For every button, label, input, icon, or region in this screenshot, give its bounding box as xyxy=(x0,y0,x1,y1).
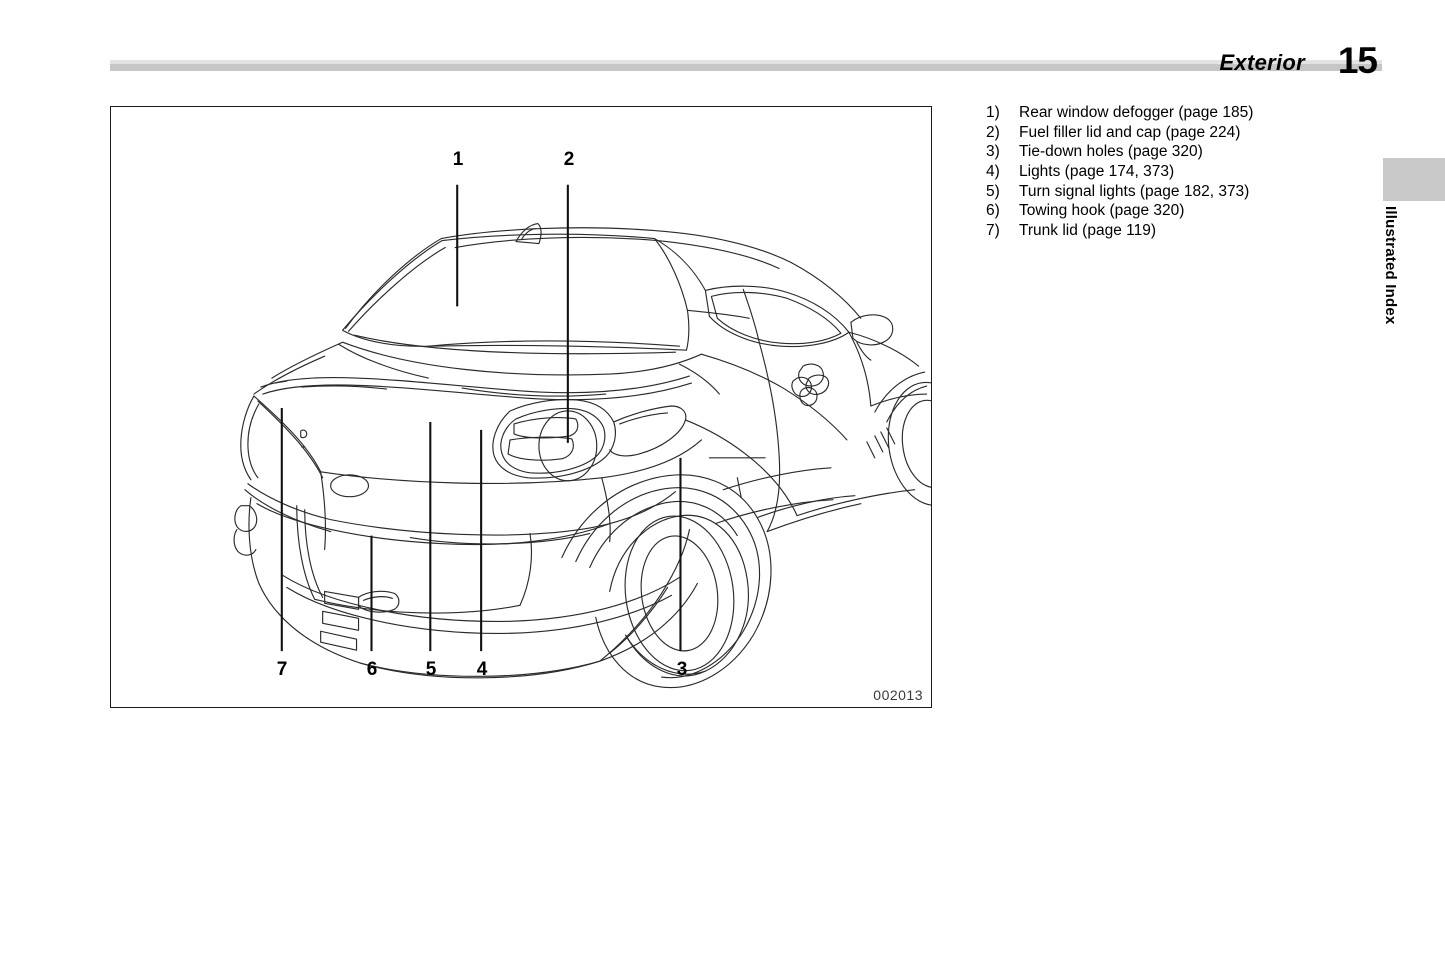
legend-item-number: 3) xyxy=(986,143,1000,161)
legend-item-label: Towing hook (page 320) xyxy=(1019,202,1185,220)
callout-number-4: 4 xyxy=(476,659,488,680)
legend-item: 6) Towing hook (page 320) xyxy=(986,202,1386,222)
legend-item-label: Tie-down holes (page 320) xyxy=(1019,143,1203,161)
callout-number-2: 2 xyxy=(563,149,575,170)
legend-item-label: Fuel filler lid and cap (page 224) xyxy=(1019,123,1241,141)
callout-number-7: 7 xyxy=(276,659,288,680)
legend-item-label: Turn signal lights (page 182, 373) xyxy=(1019,182,1250,200)
legend-item-label: Rear window defogger (page 185) xyxy=(1019,104,1254,121)
callout-number-1: 1 xyxy=(452,149,464,170)
figure-code: 002013 xyxy=(873,687,923,703)
legend-item: 7) Trunk lid (page 119) xyxy=(986,222,1386,242)
legend-item-number: 4) xyxy=(986,163,1000,181)
legend-item: 1) Rear window defogger (page 185) xyxy=(986,104,1386,124)
legend-item: 5) Turn signal lights (page 182, 373) xyxy=(986,183,1386,203)
legend-item-label: Trunk lid (page 119) xyxy=(1019,222,1156,240)
legend-list: 1) Rear window defogger (page 185) 2) Fu… xyxy=(986,104,1386,242)
callout-number-3: 3 xyxy=(676,659,688,680)
legend-item-number: 5) xyxy=(986,182,1000,200)
legend-item: 3) Tie-down holes (page 320) xyxy=(986,143,1386,163)
legend-item: 2) Fuel filler lid and cap (page 224) xyxy=(986,124,1386,144)
car-rear-three-quarter-illustration xyxy=(233,223,931,689)
legend-item-label: Lights (page 174, 373) xyxy=(1019,163,1175,181)
page-title: Exterior xyxy=(1219,50,1305,75)
legend-item-number: 7) xyxy=(986,222,1000,240)
header-rule-dark xyxy=(110,64,1382,71)
callout-leader-lines xyxy=(280,184,682,652)
legend-item: 4) Lights (page 174, 373) xyxy=(986,163,1386,183)
callout-number-6: 6 xyxy=(366,659,378,680)
section-tab-marker xyxy=(1383,158,1445,201)
header-rule xyxy=(110,60,1382,71)
legend-item-number: 1) xyxy=(986,104,1000,121)
illustration-figure: 1 2 3 4 5 6 7 002013 xyxy=(110,106,932,708)
legend-item-number: 6) xyxy=(986,202,1000,220)
callout-number-5: 5 xyxy=(425,659,437,680)
page-number: 15 xyxy=(1337,40,1378,81)
header-rule-light xyxy=(110,60,1382,64)
legend-item-number: 2) xyxy=(986,123,1000,141)
